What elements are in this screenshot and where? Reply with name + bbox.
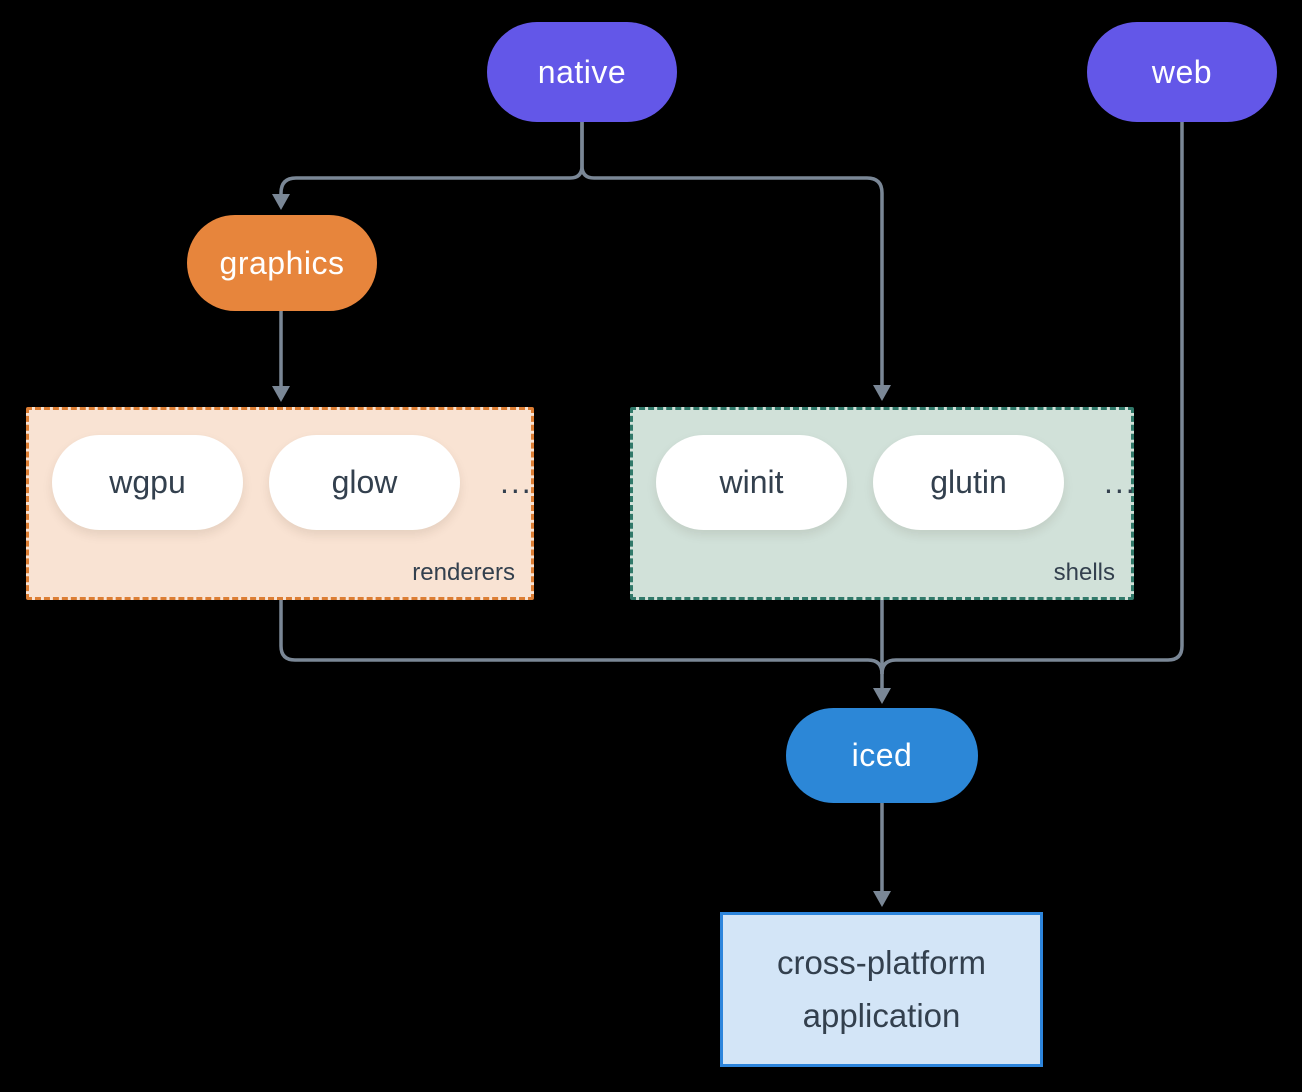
node-iced-label: iced <box>851 737 913 773</box>
node-wgpu: wgpu <box>52 435 243 530</box>
renderers-items: wgpu glow ... <box>52 435 533 530</box>
arrowhead-renderers <box>272 386 290 402</box>
shells-ellipsis: ... <box>1104 464 1137 500</box>
group-renderers: wgpu glow ... renderers <box>26 407 534 600</box>
node-wgpu-label: wgpu <box>109 464 186 500</box>
node-glutin-label: glutin <box>930 464 1007 500</box>
node-glow: glow <box>269 435 460 530</box>
renderers-ellipsis: ... <box>500 464 533 500</box>
node-web: web <box>1087 22 1277 122</box>
group-shells: winit glutin ... shells <box>630 407 1137 600</box>
arrowhead-iced <box>873 688 891 704</box>
node-application-line1: cross-platform <box>776 943 987 981</box>
node-glutin: glutin <box>873 435 1064 530</box>
shells-items: winit glutin ... <box>656 435 1137 530</box>
node-glow-label: glow <box>331 464 398 500</box>
node-application: cross-platform application <box>720 912 1043 1067</box>
shells-group-label: shells <box>1053 559 1115 586</box>
arrowhead-application <box>873 891 891 907</box>
arrowhead-shells <box>873 385 891 401</box>
node-graphics: graphics <box>187 215 377 311</box>
edge-native-shells <box>580 122 884 386</box>
node-native-label: native <box>537 53 627 90</box>
node-native: native <box>487 22 677 122</box>
renderers-group-label: renderers <box>412 559 515 586</box>
node-web-label: web <box>1151 53 1213 90</box>
arrowhead-graphics <box>272 194 290 210</box>
node-application-line2: application <box>802 996 961 1034</box>
node-winit-label: winit <box>719 464 784 500</box>
node-iced: iced <box>786 708 978 803</box>
node-graphics-label: graphics <box>219 244 345 281</box>
edge-renderers-iced <box>279 600 884 675</box>
edge-native-graphics <box>279 122 584 196</box>
node-winit: winit <box>656 435 847 530</box>
